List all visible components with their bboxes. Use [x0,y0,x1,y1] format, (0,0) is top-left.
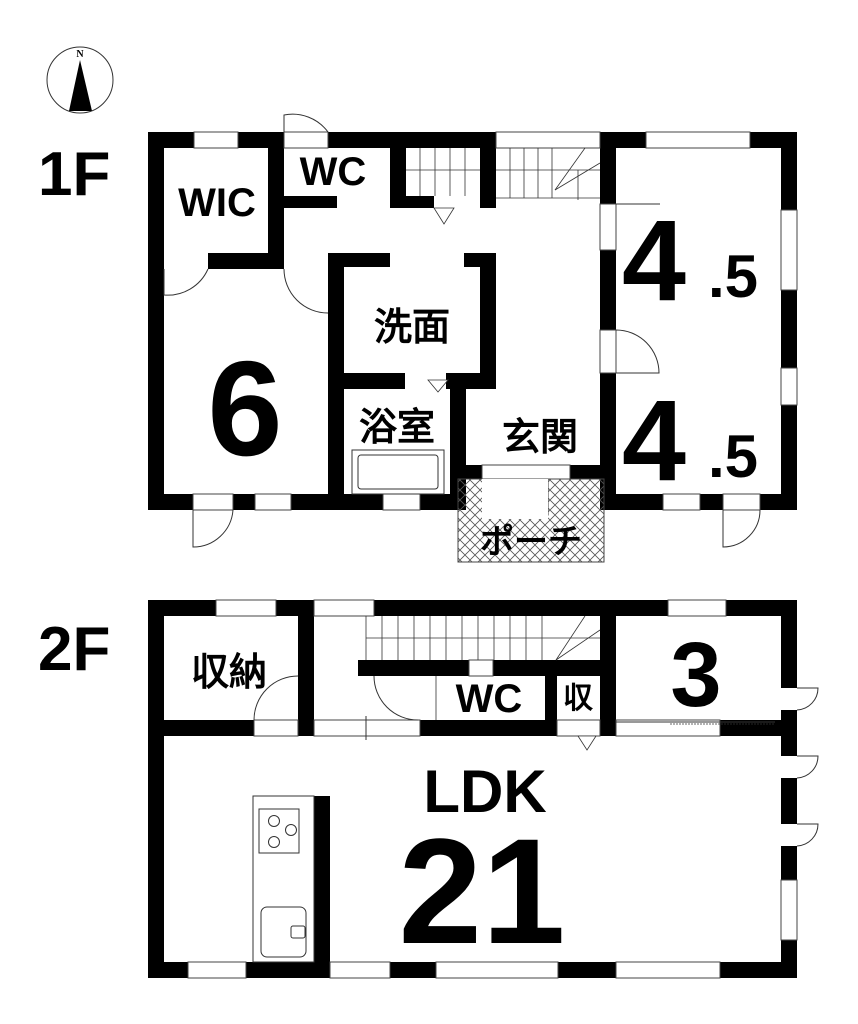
north-arrow-icon [69,60,92,111]
room-label-yokushitsu: 浴室 [359,405,435,449]
compass: N [46,46,114,114]
floor-1f-doors [163,113,761,548]
floor-label-2f: 2F [38,615,110,684]
room-label-senmen: 洗面 [374,305,450,349]
svg-text:.5: .5 [708,243,758,310]
floor-label-1f: 1F [38,140,110,209]
floor-2f-stairs [365,615,775,751]
room-label-room-3: 3 [670,624,721,726]
stove-icon [258,808,300,854]
room-label-wic: WIC [178,181,256,225]
compass-label: N [76,49,84,60]
room-label-shu: 収 [563,681,594,716]
room-label-wc-1f: WC [300,150,367,194]
svg-text:4: 4 [622,377,686,505]
room-label-4-5-upper: 4 .5 [622,197,758,325]
room-label-wc-2f: WC [456,677,523,721]
kitchen-counter [252,795,315,963]
room-label-ldk: LDK [423,758,546,825]
floor-1f-openings [192,131,798,511]
room-label-4-5-lower: 4 .5 [622,377,758,505]
room-label-porch: ポーチ [480,522,582,562]
floor-1f-walls [148,132,797,510]
bathtub-icon [351,449,445,495]
floor-2f-openings [187,599,798,979]
room-label-shuno: 収納 [191,650,267,694]
svg-text:.5: .5 [708,423,758,490]
room-label-bedroom-6: 6 [207,333,282,484]
room-label-genkan: 玄関 [502,415,578,459]
floor-2f-doors [253,675,819,847]
floor-1f-stairs [406,147,601,393]
svg-text:4: 4 [622,197,686,325]
room-label-ldk-size: 21 [399,807,566,975]
sink-icon [260,906,307,958]
floor-2f-walls [148,600,797,978]
